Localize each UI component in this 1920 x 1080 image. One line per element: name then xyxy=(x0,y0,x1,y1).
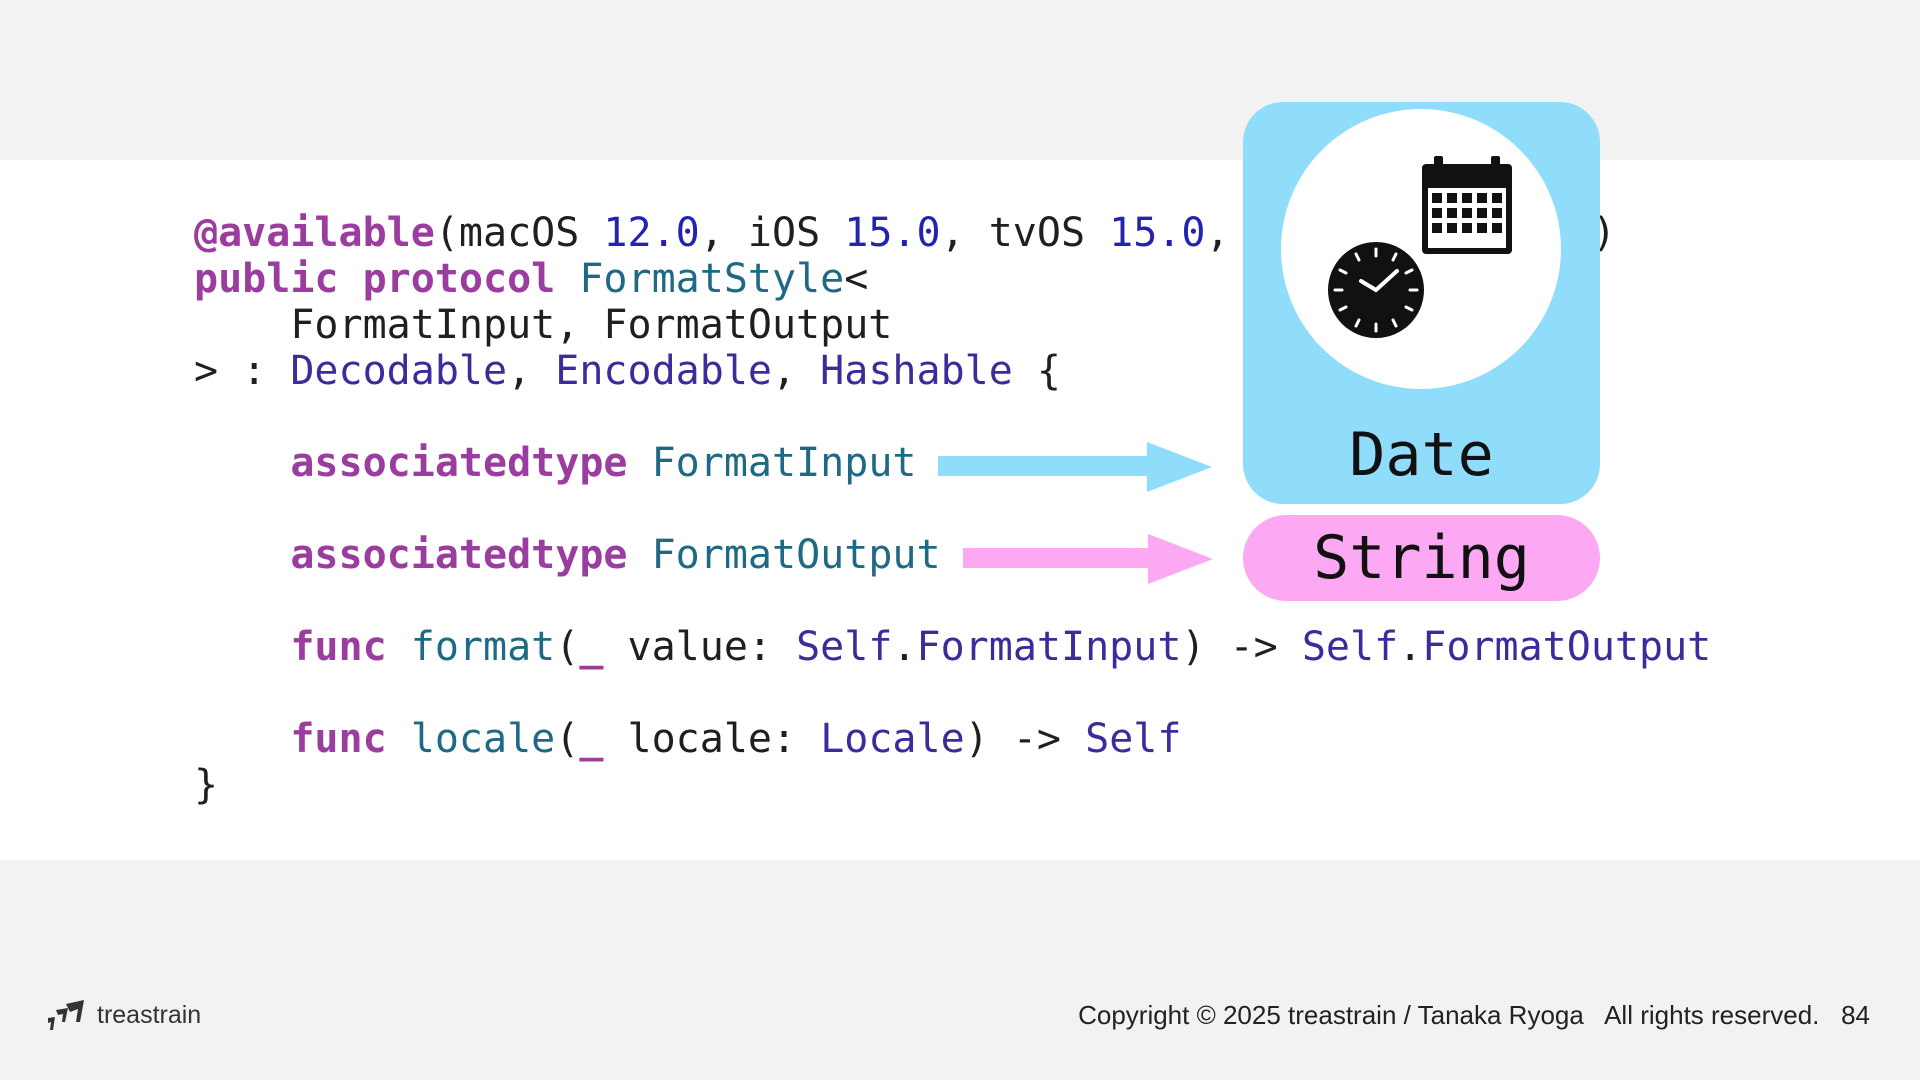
string-type-card: String xyxy=(1243,515,1600,601)
code-line-generic-params: FormatInput, FormatOutput xyxy=(194,302,893,348)
available-attribute: @available xyxy=(194,210,435,256)
copyright-text: Copyright © 2025 treastrain / Tanaka Ryo… xyxy=(1078,1000,1584,1030)
clock-icon xyxy=(1328,242,1424,338)
string-label: String xyxy=(1313,523,1530,593)
page-number: 84 xyxy=(1841,1000,1870,1030)
date-label: Date xyxy=(1349,420,1494,490)
code-line-protocol: public protocol FormatStyle< xyxy=(194,256,869,302)
input-arrow xyxy=(938,442,1212,492)
assoc-format-input: FormatInput xyxy=(651,440,917,486)
treastrain-logo-icon xyxy=(48,1000,84,1030)
date-icon-circle xyxy=(1281,109,1561,389)
code-line-format-func: func format(_ value: Self.FormatInput) -… xyxy=(290,624,1712,670)
code-line-available: @available(macOS 12.0, iOS 15.0, tvOS 15… xyxy=(194,210,1617,256)
protocol-name: FormatStyle xyxy=(579,256,845,302)
code-line-close: } xyxy=(194,762,219,808)
code-line-locale-func: func locale(_ locale: Locale) -> Self xyxy=(290,716,1182,762)
footer-brand: treastrain xyxy=(97,1001,202,1029)
code-block: @available(macOS 12.0, iOS 15.0, tvOS 15… xyxy=(194,210,1711,1038)
date-type-card: Date xyxy=(1243,102,1600,504)
rights-text: All rights reserved. xyxy=(1604,1000,1820,1030)
code-line-assoc-output: associatedtype FormatOutput xyxy=(290,532,941,578)
output-arrow xyxy=(963,534,1213,584)
footer-copyright-bar: Copyright © 2025 treastrain / Tanaka Ryo… xyxy=(1078,1000,1870,1031)
calendar-icon xyxy=(1422,156,1512,254)
slide-content-band xyxy=(0,160,1920,860)
code-line-assoc-input: associatedtype FormatInput xyxy=(290,440,917,486)
code-line-conformances: > : Decodable, Encodable, Hashable { xyxy=(194,348,1061,394)
assoc-format-output: FormatOutput xyxy=(651,532,941,578)
